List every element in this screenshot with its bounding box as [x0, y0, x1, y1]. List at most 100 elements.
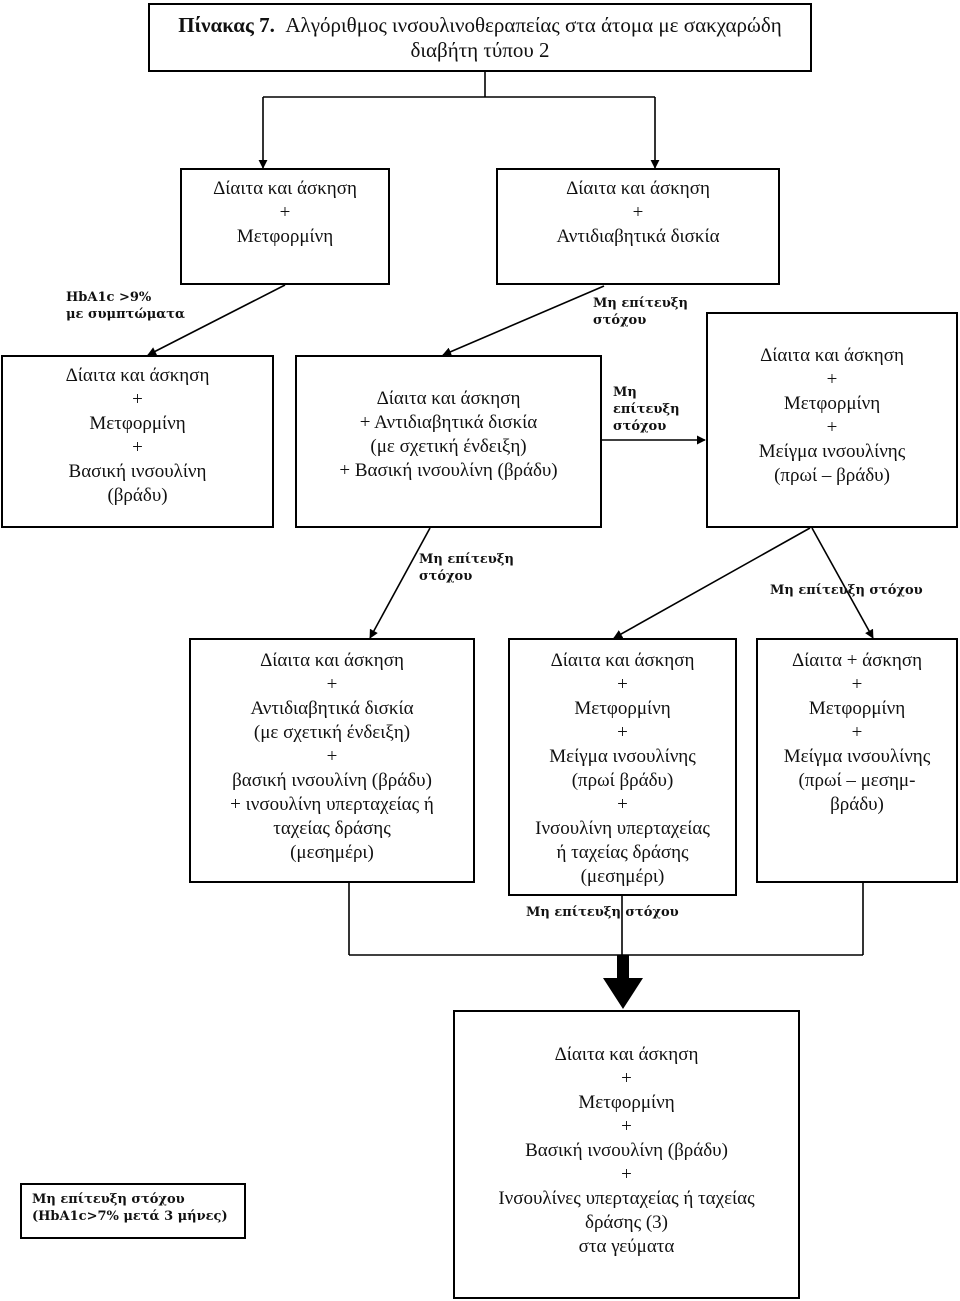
- arrow-b4-to-b6: [369, 527, 431, 639]
- box-line: βασική ινσουλίνη (βράδυ): [232, 770, 432, 791]
- box-line: (μεσημέρι): [290, 842, 374, 863]
- box-line: (με σχετική ένδειξη): [370, 436, 527, 457]
- box-line: δράσης (3): [585, 1212, 668, 1233]
- box-line: +: [132, 437, 143, 458]
- box-basal-bolus: Δίαιτα και άσκηση + Μετφορμίνη + Βασική ινσο…: [453, 1010, 800, 1299]
- label-b4b5-line2: επίτευξη: [613, 402, 680, 417]
- box-tablets-basal-insulin: Δίαιτα και άσκηση + Αντιδιαβητικά δισκία (…: [295, 355, 602, 528]
- box-line: (πρωί – βράδυ): [774, 465, 890, 486]
- box-line: ή ταχείας δράσης: [556, 842, 689, 863]
- label-b4-to-b5: Μη επίτευξη στόχου: [613, 384, 680, 435]
- box-line: Ινσουλίνη υπερταχείας: [535, 818, 710, 839]
- box-line: Μετφορμίνη: [236, 226, 334, 247]
- box-line: +: [826, 369, 838, 390]
- box-line: Δίαιτα και άσκηση: [760, 345, 904, 366]
- box-line: Μετφορμίνη: [808, 698, 906, 719]
- label-b7bottom-text: Μη επίτευξη στόχου: [526, 905, 679, 920]
- box-line: Μείγμα ινσουλίνης: [783, 746, 931, 767]
- box-line: Δίαιτα και άσκηση: [566, 178, 710, 199]
- box-line: +: [851, 674, 863, 695]
- box-line: Μετφορμίνη: [574, 698, 671, 719]
- title-line-1: Πίνακας 7. Αλγόριθμος ινσουλινοθεραπείας…: [178, 13, 781, 38]
- label-b4b5-line1: Μη: [613, 385, 637, 400]
- box-line: (πρωί βράδυ): [571, 770, 674, 791]
- box-line: +: [617, 674, 628, 695]
- legend-line-2: (HbA1c>7% μετά 3 μήνες): [32, 1209, 228, 1224]
- box-line: + ινσουλίνη υπερταχείας ή: [230, 794, 434, 815]
- box-line: Δίαιτα και άσκηση: [554, 1044, 699, 1065]
- box-line: (με σχετική ένδειξη): [253, 722, 411, 743]
- box-line: + Αντιδιαβητικά δισκία: [359, 412, 538, 433]
- box-line: Μετφορμίνη: [783, 393, 881, 414]
- box-line: +: [826, 417, 838, 438]
- thick-arrow-shaft: [617, 955, 629, 979]
- box-line: (μεσημέρι): [580, 866, 665, 887]
- box-line: +: [279, 202, 291, 223]
- label-b2-line1: Μη επίτευξη: [593, 296, 688, 311]
- label-b2-not-achieved: Μη επίτευξη στόχου: [593, 295, 688, 329]
- box-metformin-mixed-insulin: Δίαιτα και άσκηση + Μετφορμίνη + Μείγμα ινσο…: [706, 312, 958, 528]
- box-line: Μείγμα ινσουλίνης: [758, 441, 906, 462]
- box-line: + Βασική ινσουλίνη (βράδυ): [339, 460, 558, 481]
- box-line: Δίαιτα και άσκηση: [260, 650, 404, 671]
- label-b4down-line1: Μη επίτευξη: [419, 552, 514, 567]
- box-line: Βασική ινσουλίνη: [68, 461, 207, 482]
- box-line: ταχείας δράσης: [273, 818, 391, 839]
- title-label: Πίνακας 7.: [178, 12, 275, 37]
- label-b5down-text: Μη επίτευξη στόχου: [770, 583, 923, 598]
- box-line: Δίαιτα + άσκηση: [791, 650, 923, 671]
- label-b7-bottom: Μη επίτευξη στόχου: [526, 904, 679, 921]
- thick-arrow-head: [603, 978, 643, 1009]
- label-b5-down: Μη επίτευξη στόχου: [770, 582, 923, 599]
- box-line: +: [617, 722, 628, 743]
- title-line-2: διαβήτη τύπου 2: [410, 37, 550, 62]
- box-line: (πρωί – μεσημ-: [798, 770, 916, 791]
- label-b2-line2: στόχου: [593, 313, 647, 328]
- box-line: στα γεύματα: [578, 1236, 675, 1257]
- box-line: +: [851, 722, 863, 743]
- box-diet-antidiabetic-tablets: Δίαιτα και άσκηση + Αντιδιαβητικά δισκία: [496, 168, 780, 285]
- label-hba1c: HbA1c >9% με συμπτώματα: [66, 289, 185, 323]
- label-hba1c-line1: HbA1c >9%: [66, 290, 152, 305]
- box-line: +: [132, 389, 143, 410]
- arrow-b5-to-b7: [613, 527, 811, 639]
- box-line: Δίαιτα και άσκηση: [550, 650, 695, 671]
- label-b4down-line2: στόχου: [419, 569, 473, 584]
- box-line: +: [632, 202, 644, 223]
- box-diet-metformin: Δίαιτα και άσκηση + Μετφορμίνη: [180, 168, 390, 285]
- box-metformin-basal-insulin: Δίαιτα και άσκηση + Μετφορμίνη + Βασική ινσο…: [1, 355, 274, 528]
- box-tablets-basal-prandial: Δίαιτα και άσκηση + Αντιδιαβητικά δισκία (μ…: [189, 638, 475, 883]
- label-hba1c-line2: με συμπτώματα: [66, 307, 185, 322]
- box-line: +: [621, 1068, 632, 1089]
- arrow-b2-to-b4: [442, 285, 605, 356]
- box-line: Μετφορμίνη: [89, 413, 186, 434]
- arrow-b5-to-b8: [811, 527, 874, 639]
- box-line: Δίαιτα και άσκηση: [213, 178, 357, 199]
- box-line: Μετφορμίνη: [578, 1092, 675, 1113]
- box-mixed-insulin-three: Δίαιτα + άσκηση + Μετφορμίνη + Μείγμα ινσουλ…: [756, 638, 958, 883]
- legend-line-1: Μη επίτευξη στόχου: [32, 1192, 185, 1207]
- box-line: Μείγμα ινσουλίνης: [549, 746, 696, 767]
- box-line: Αντιδιαβητικά δισκία: [250, 698, 414, 719]
- box-line: Βασική ινσουλίνη (βράδυ): [525, 1140, 728, 1161]
- arrow-b1-to-b3: [147, 284, 286, 356]
- label-b4-down: Μη επίτευξη στόχου: [419, 551, 514, 585]
- box-line: βράδυ): [830, 794, 884, 815]
- box-line: (βράδυ): [107, 485, 168, 506]
- title-text: Αλγόριθμος ινσουλινοθεραπείας στα άτομα …: [285, 12, 782, 37]
- label-b4b5-line3: στόχου: [613, 419, 667, 434]
- box-line: Δίαιτα και άσκηση: [376, 388, 521, 409]
- box-line: +: [617, 794, 628, 815]
- box-line: Ινσουλίνες υπερταχείας ή ταχείας: [498, 1188, 755, 1209]
- diagram-title: Πίνακας 7. Αλγόριθμος ινσουλινοθεραπείας…: [148, 3, 812, 72]
- box-line: +: [326, 674, 338, 695]
- box-line: +: [621, 1116, 632, 1137]
- box-line: +: [621, 1164, 632, 1185]
- legend-box: Μη επίτευξη στόχου (HbA1c>7% μετά 3 μήνε…: [20, 1183, 246, 1239]
- box-line: +: [326, 746, 338, 767]
- box-line: Αντιδιαβητικά δισκία: [556, 226, 720, 247]
- box-mixed-insulin-prandial: Δίαιτα και άσκηση + Μετφορμίνη + Μείγμα ινσο…: [508, 638, 737, 896]
- box-line: Δίαιτα και άσκηση: [65, 365, 210, 386]
